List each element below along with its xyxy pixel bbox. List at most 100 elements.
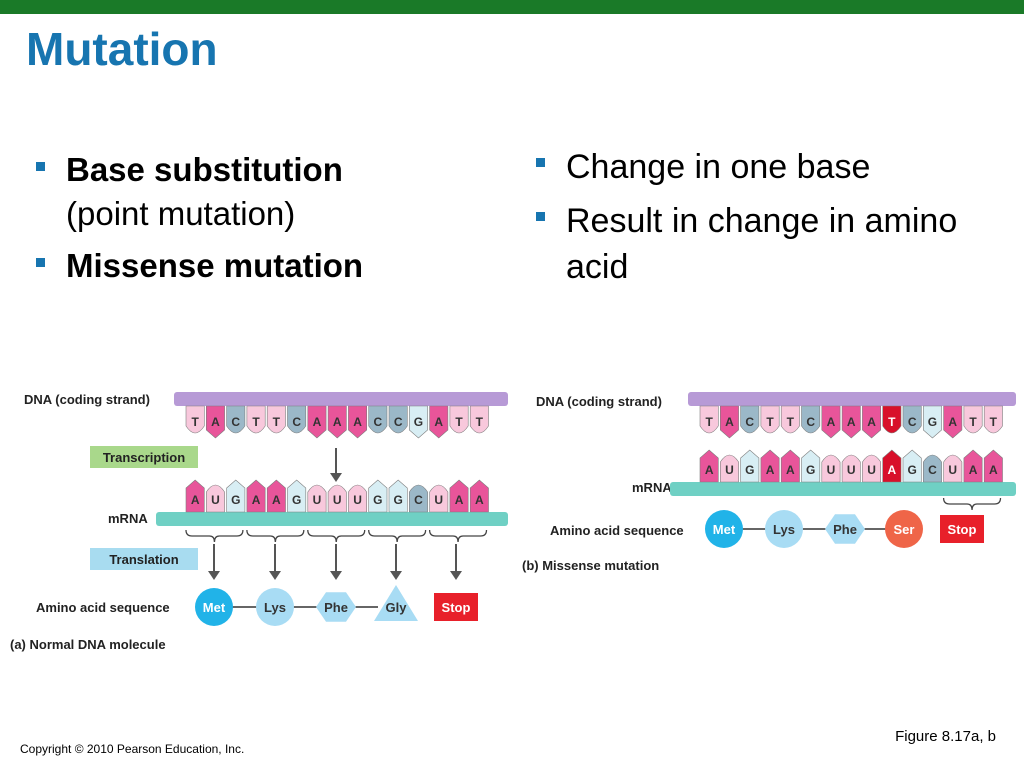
- left-bullet-list: Base substitution (point mutation) Misse…: [30, 148, 490, 296]
- mrna-a-base-letter: G: [373, 493, 382, 507]
- mrna-a-base-letter: C: [414, 493, 423, 507]
- mrna-b-base-letter: C: [928, 463, 937, 477]
- dna-b-base-letter: A: [948, 415, 957, 429]
- mrna-label: mRNA: [632, 480, 672, 495]
- mrna-b-base-letter: U: [725, 463, 734, 477]
- mrna-b-base: [983, 449, 1003, 483]
- mrna-b-base-letter: A: [989, 463, 998, 477]
- mrna-a-base: [409, 484, 428, 513]
- mrna-a-base-letter: A: [272, 493, 281, 507]
- transcription-arrow-head: [330, 473, 342, 482]
- dna-a-backbone: [174, 392, 508, 406]
- amino-acid-label: Amino acid sequence: [36, 600, 170, 615]
- dna-a-base: [409, 405, 428, 439]
- mrna-a-base-letter: U: [211, 493, 220, 507]
- dna-a-base-letter: A: [353, 415, 362, 429]
- dna-a-base: [287, 405, 307, 434]
- amino-acid-stop-label: Stop: [948, 522, 977, 537]
- mrna-a-base-letter: G: [393, 493, 402, 507]
- amino-acid-phe-shape: [316, 592, 356, 622]
- mrna-a-base: [368, 479, 388, 513]
- transcription-box: [90, 446, 198, 468]
- mrna-b-base: [760, 449, 780, 483]
- mrna-a-base: [449, 479, 469, 513]
- translation-arrow-head: [269, 571, 281, 580]
- amino-acid-gly-label: Gly: [386, 600, 408, 615]
- dna-a-base: [307, 405, 327, 439]
- mrna-a-base: [287, 479, 307, 513]
- mrna-a-base: [469, 479, 489, 513]
- mrna-a-base-letter: A: [475, 493, 484, 507]
- dna-b-base-letter: C: [806, 415, 815, 429]
- mrna-a-base: [327, 484, 347, 513]
- codon-bracket: [307, 529, 366, 543]
- dna-a-base: [368, 405, 388, 434]
- mrna-b-base: [943, 454, 963, 483]
- mrna-a-base-letter: A: [455, 493, 464, 507]
- stop-codon-bracket: [942, 497, 1002, 511]
- dna-b-base-letter: C: [745, 415, 754, 429]
- dna-b-base-letter: T: [888, 415, 896, 429]
- translation-label: Translation: [109, 552, 178, 567]
- bullet-text: Change in one base: [566, 148, 871, 186]
- amino-acid-met-shape: [705, 510, 743, 548]
- bullet-square-icon: [36, 162, 45, 171]
- codon-bracket: [428, 529, 488, 543]
- bullet-bold-text: Base substitution: [66, 151, 343, 188]
- codon-bracket: [368, 529, 427, 543]
- amino-acid-ser-shape: [885, 510, 923, 548]
- mrna-b-base: [882, 449, 902, 483]
- amino-acid-met-label: Met: [203, 600, 226, 615]
- dna-a-base: [226, 405, 246, 434]
- figure-caption: Figure 8.17a, b: [895, 728, 996, 745]
- dna-b-base-letter: T: [705, 415, 713, 429]
- dna-a-base-letter: C: [231, 415, 240, 429]
- mrna-a-base: [429, 484, 449, 513]
- mrna-b-base: [780, 449, 800, 483]
- amino-acid-lys-shape: [256, 588, 294, 626]
- translation-arrow-head: [450, 571, 462, 580]
- dna-a-base: [185, 405, 205, 434]
- amino-acid-stop-shape: [434, 593, 478, 621]
- mrna-a-base-letter: G: [231, 493, 240, 507]
- dna-a-base: [348, 405, 367, 439]
- bullet-change-one-base: Change in one base: [530, 144, 960, 190]
- dna-a-base: [429, 405, 449, 439]
- amino-acid-lys-label: Lys: [773, 522, 795, 537]
- dna-a-base: [327, 405, 347, 439]
- dna-a-base-letter: C: [374, 415, 383, 429]
- bullet-square-icon: [536, 212, 545, 221]
- dna-b-base: [801, 405, 821, 434]
- amino-acid-met-label: Met: [713, 522, 736, 537]
- mrna-a-base: [307, 484, 327, 513]
- mrna-b-base-letter: U: [948, 463, 957, 477]
- amino-acid-phe-label: Phe: [833, 522, 857, 537]
- dna-b-base: [943, 405, 963, 439]
- mrna-a-base-letter: U: [434, 493, 443, 507]
- mrna-b-base-letter: A: [888, 463, 897, 477]
- copyright-notice: Copyright © 2010 Pearson Education, Inc.: [20, 742, 245, 756]
- mrna-b-base-letter: U: [827, 463, 836, 477]
- mrna-b-base-letter: G: [907, 463, 916, 477]
- dna-a-base: [206, 405, 225, 439]
- translation-arrow-head: [208, 571, 220, 580]
- dna-a-base-letter: T: [476, 415, 484, 429]
- dna-b-backbone: [688, 392, 1016, 406]
- dna-a-base: [246, 405, 266, 434]
- bullet-bold-text: Missense mutation: [66, 247, 364, 284]
- bullet-base-substitution: Base substitution (point mutation): [30, 148, 490, 236]
- dna-a-base: [449, 405, 469, 434]
- mrna-b-base-letter: G: [745, 463, 754, 477]
- mrna-label: mRNA: [108, 511, 148, 526]
- codon-bracket: [185, 529, 244, 543]
- mrna-b-base-letter: U: [847, 463, 856, 477]
- mrna-a-backbone: [156, 512, 508, 526]
- dna-b-base: [983, 405, 1003, 434]
- dna-b-base-letter: A: [847, 415, 856, 429]
- right-bullet-list: Change in one base Result in change in a…: [530, 144, 960, 298]
- figure-b-caption: (b) Missense mutation: [522, 558, 659, 573]
- amino-acid-phe-label: Phe: [324, 600, 348, 615]
- mrna-b-base-letter: U: [867, 463, 876, 477]
